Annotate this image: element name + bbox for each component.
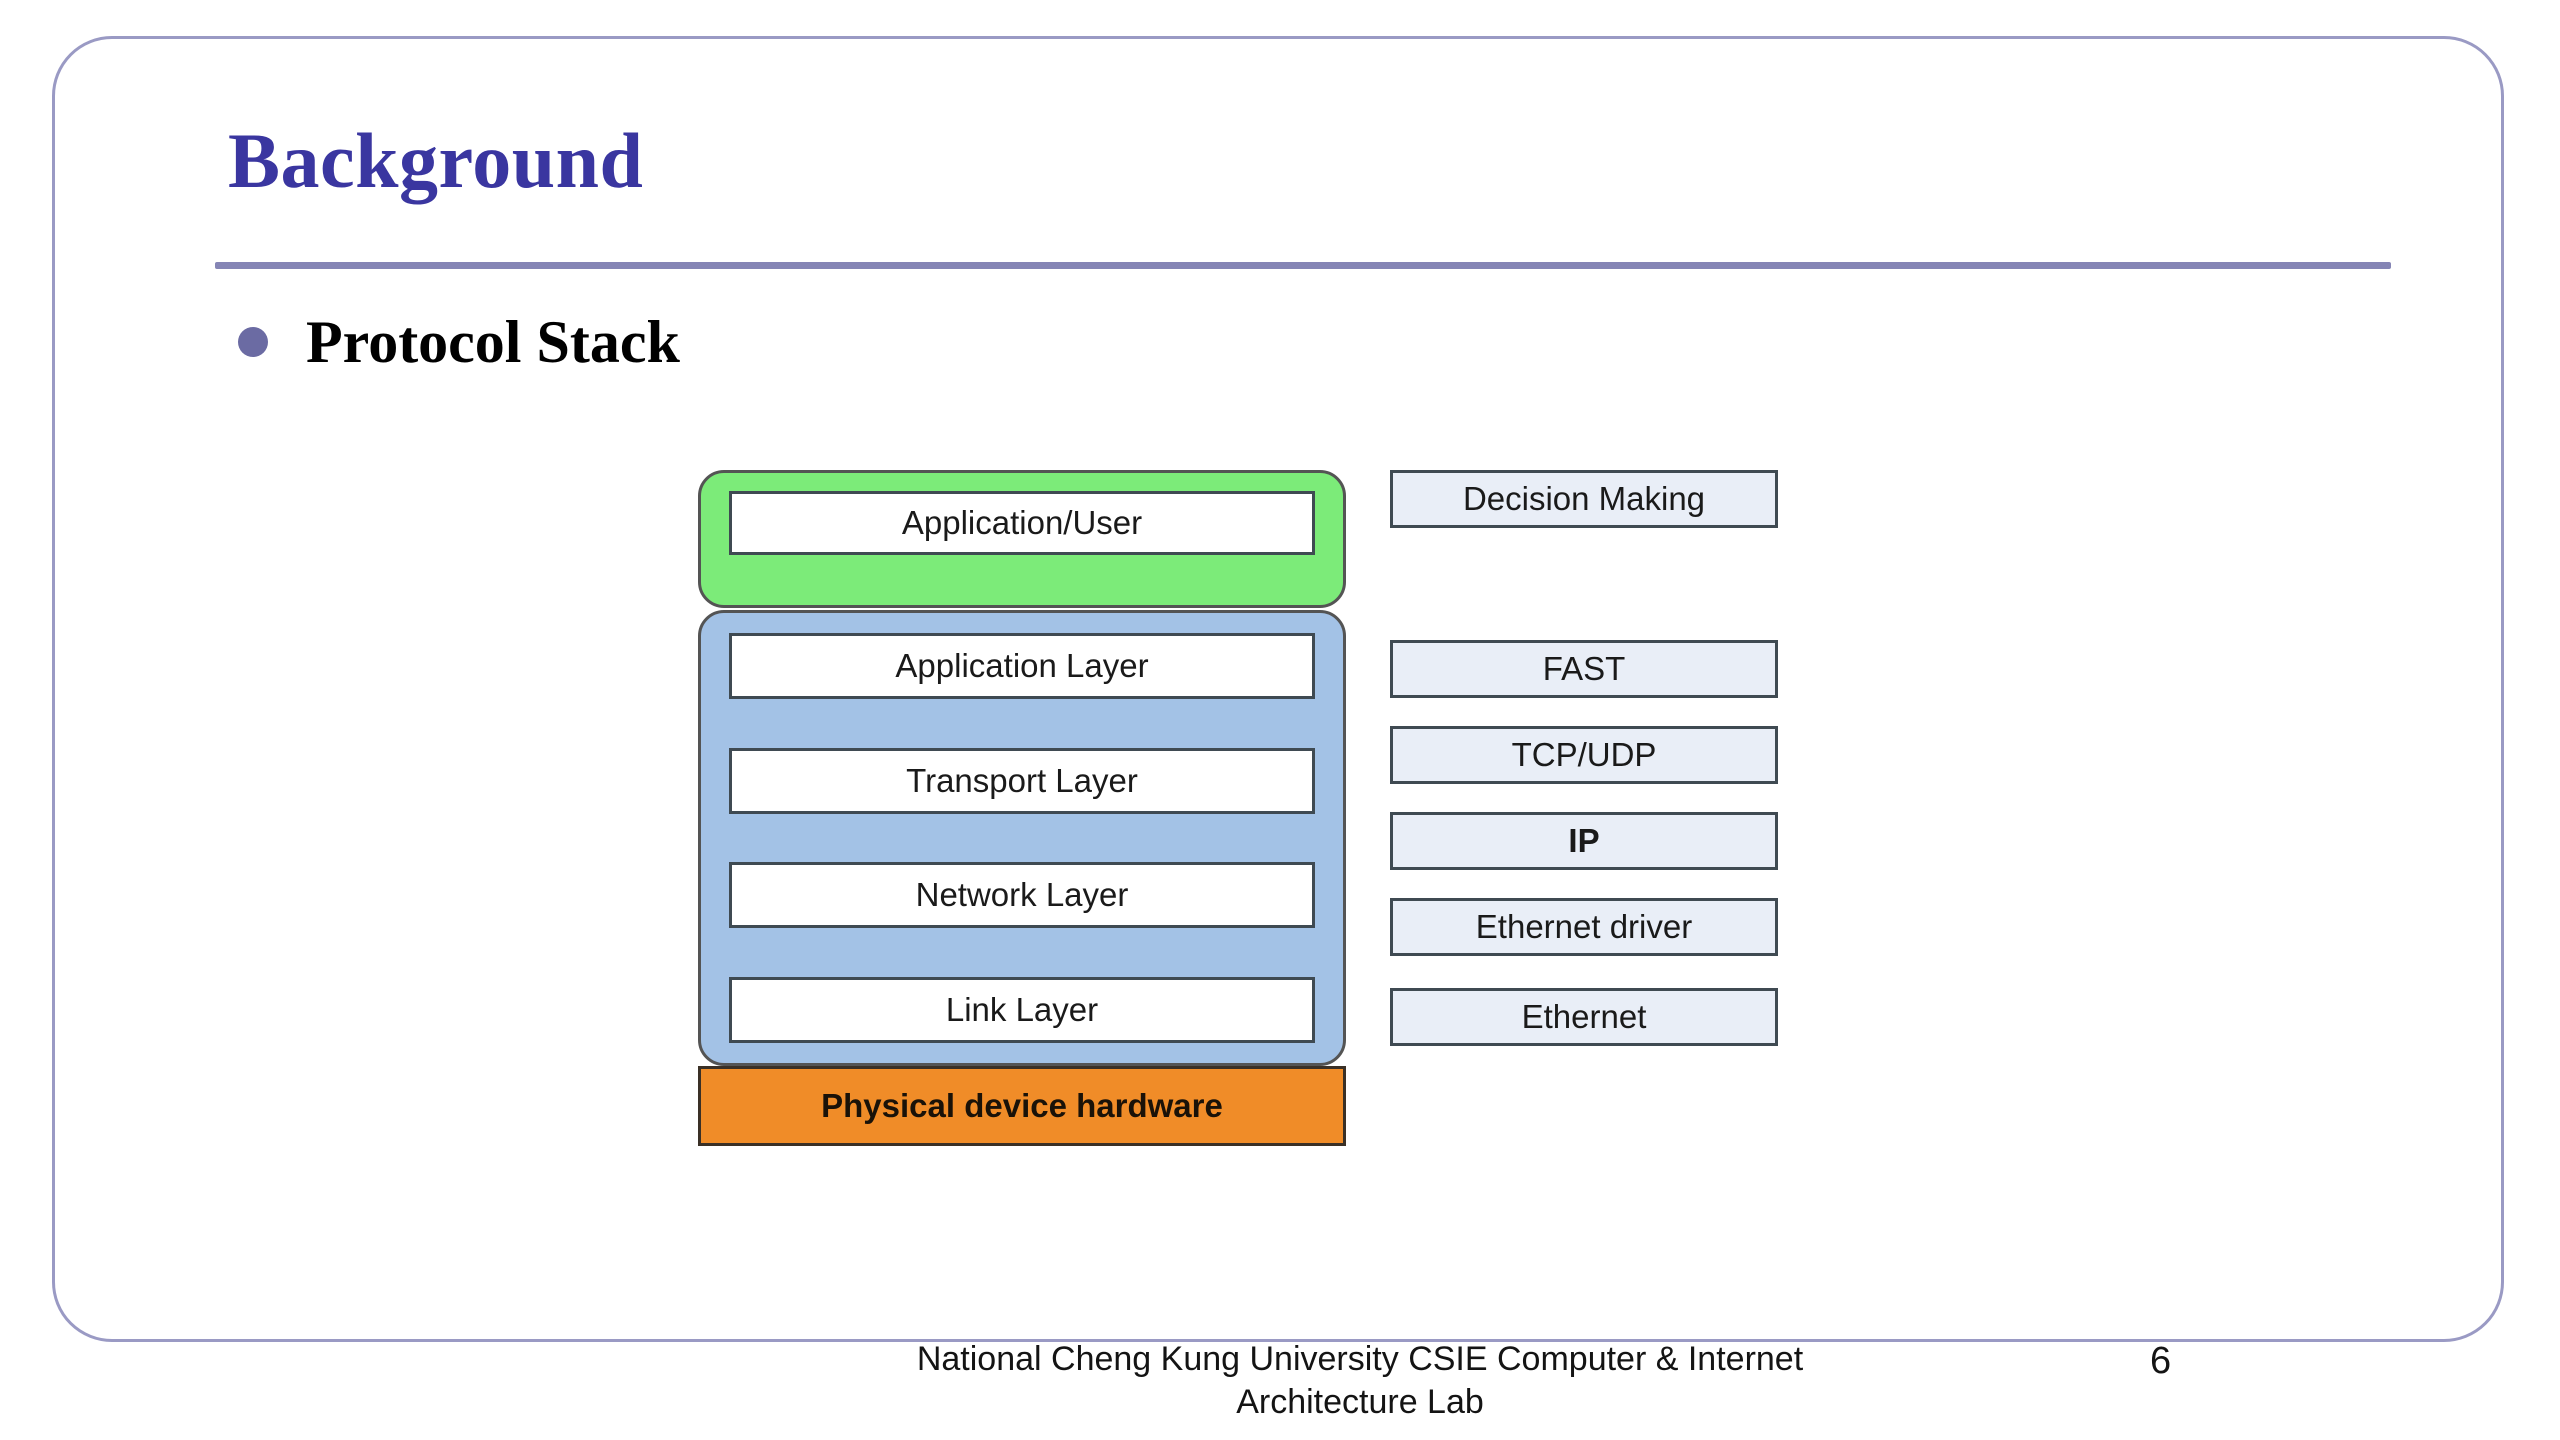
layer-box-application-user: Application/User [729,491,1315,555]
mapping-box-ip: IP [1390,812,1778,870]
bullet-dot-icon [238,327,268,357]
title-divider [215,262,2391,269]
layer-box-network-layer: Network Layer [729,862,1315,929]
bullet-label: Protocol Stack [306,309,680,375]
protocol-stack-diagram: Application/User Application Layer Trans… [698,470,1798,1150]
mapping-box-decision-making: Decision Making [1390,470,1778,528]
mapping-box-fast: FAST [1390,640,1778,698]
page-title: Background [228,117,644,204]
mapping-box-ethernet-driver: Ethernet driver [1390,898,1778,956]
mapping-box-ethernet: Ethernet [1390,988,1778,1046]
mapping-box-tcp-udp: TCP/UDP [1390,726,1778,784]
layer-box-link-layer: Link Layer [729,976,1315,1043]
layer-box-transport-layer: Transport Layer [729,747,1315,814]
page-number: 6 [2150,1340,2172,1382]
layer-box-physical-device-hardware: Physical device hardware [698,1066,1346,1146]
kernel-space-group: Application Layer Transport Layer Networ… [698,610,1346,1066]
protocol-stack-column: Application/User Application Layer Trans… [698,470,1346,1146]
footer-line-1: National Cheng Kung University CSIE Comp… [916,1340,1804,1378]
slide-footer: National Cheng Kung University CSIE Comp… [760,1338,1960,1423]
footer-line-2: Architecture Lab [1236,1382,1484,1421]
layer-box-application-layer: Application Layer [729,633,1315,699]
bullet-item-protocol-stack: Protocol Stack [238,312,680,372]
user-space-group: Application/User [698,470,1346,608]
